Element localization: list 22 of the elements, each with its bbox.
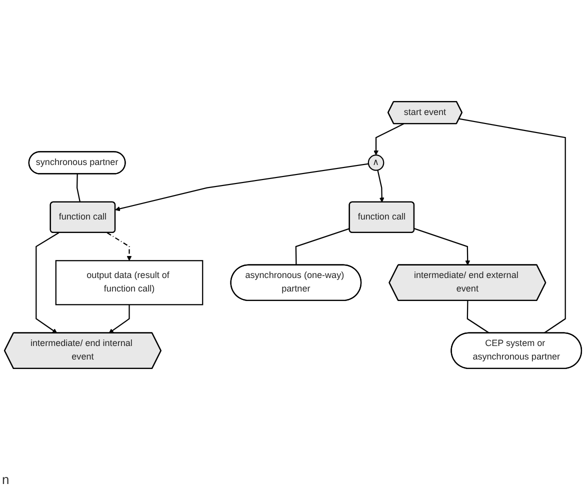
function-box: function call [50, 201, 116, 234]
connector-line [115, 163, 369, 212]
connector-line [36, 232, 60, 334]
connector-line [295, 228, 350, 266]
event-hexagon: intermediate/ end external event [388, 264, 546, 302]
and-connector-circle: ∧ [368, 154, 384, 171]
connector-line [374, 123, 404, 156]
event-hexagon: intermediate/ end internal event [4, 332, 162, 370]
connector-line [414, 228, 470, 266]
connector-line [459, 118, 566, 334]
connector-line [466, 300, 490, 334]
partner-ellipse: CEP system or asynchronous partner [450, 332, 582, 370]
connector-line [106, 232, 132, 261]
note-text: n [2, 472, 10, 487]
event-hexagon: start event [388, 100, 462, 124]
partner-ellipse: synchronous partner [28, 151, 126, 174]
connector-line [108, 304, 130, 334]
data-box: output data (result of function call) [55, 260, 204, 306]
connector-line [76, 174, 81, 202]
connector-line [377, 170, 384, 202]
partner-ellipse: asynchronous (one-way) partner [230, 264, 362, 302]
function-box: function call [348, 201, 415, 234]
